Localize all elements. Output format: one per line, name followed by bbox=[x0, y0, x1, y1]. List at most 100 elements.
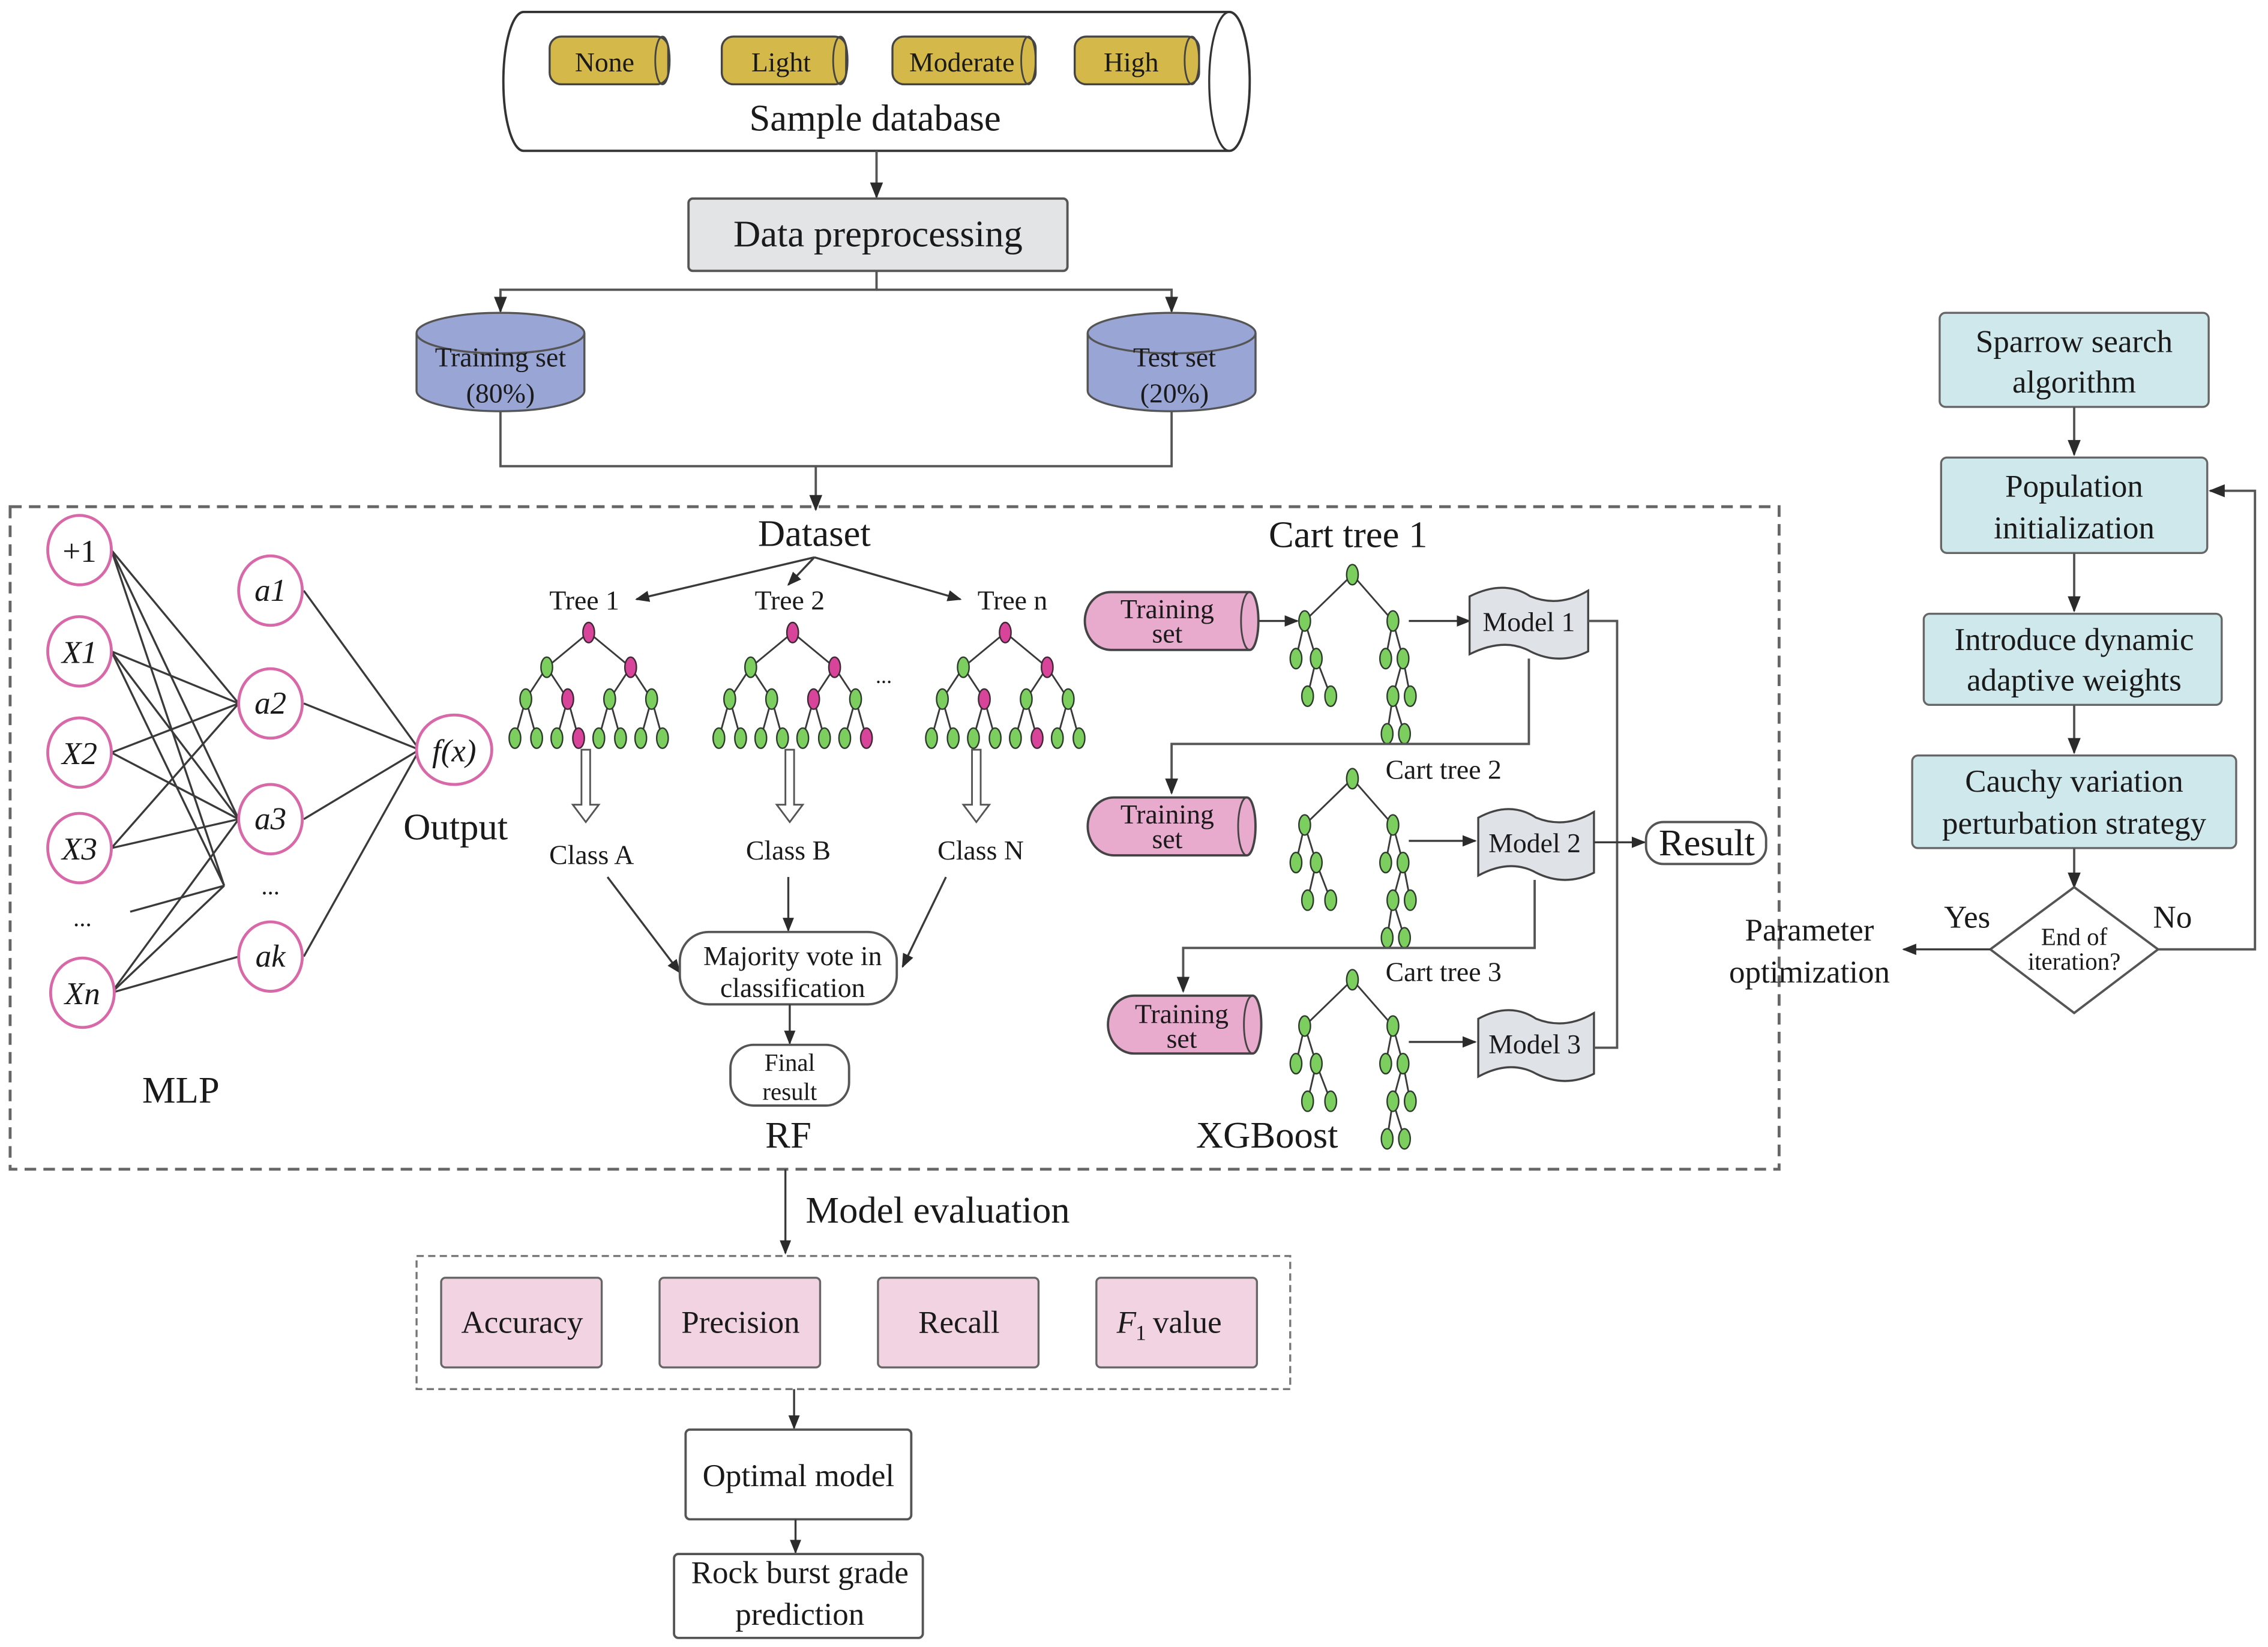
input-node: +1 bbox=[46, 514, 113, 586]
svg-text:Cauchy variation: Cauchy variation bbox=[1965, 764, 2183, 799]
tree-node-icon bbox=[807, 688, 820, 710]
grade-label: Light bbox=[751, 47, 811, 77]
output-label: Output bbox=[403, 806, 508, 848]
no-loop-arrow bbox=[2158, 484, 2257, 951]
tree-node-icon bbox=[624, 656, 637, 678]
tree-node-icon bbox=[1041, 656, 1054, 678]
svg-text:a3: a3 bbox=[254, 802, 286, 837]
svg-text:Rock burst grade: Rock burst grade bbox=[691, 1555, 909, 1590]
sample-database: None Light Moderate High Sample database bbox=[502, 11, 1251, 152]
xgboost-title: XGBoost bbox=[1196, 1114, 1338, 1156]
hollow-down-arrow-icon bbox=[961, 748, 991, 824]
dataset-label: Dataset bbox=[758, 512, 871, 554]
svg-text:Final: Final bbox=[765, 1049, 815, 1076]
tree-node-icon bbox=[1386, 685, 1400, 707]
tree-node-icon bbox=[1396, 1052, 1410, 1075]
f1-value-label: value bbox=[1153, 1305, 1222, 1340]
training-set-cylinder: Training set bbox=[1086, 796, 1257, 857]
mlp-title: MLP bbox=[142, 1069, 220, 1111]
sparrow-search-flow: Sparrow search algorithm Population init… bbox=[1729, 312, 2257, 1015]
rf-title: RF bbox=[765, 1114, 811, 1156]
cart-tree-label: Cart tree 3 bbox=[1386, 957, 1502, 987]
svg-text:a2: a2 bbox=[254, 686, 286, 721]
tree-node-icon bbox=[712, 727, 726, 749]
tree-node-icon bbox=[592, 727, 606, 749]
tree-label: Tree 1 bbox=[549, 585, 619, 615]
svg-text:adaptive weights: adaptive weights bbox=[1967, 663, 2182, 697]
svg-text:X1: X1 bbox=[61, 635, 97, 670]
svg-text:Result: Result bbox=[1659, 822, 1755, 864]
svg-text:set: set bbox=[1167, 1023, 1197, 1054]
tree-edge bbox=[1352, 778, 1394, 826]
grade-label: Moderate bbox=[909, 47, 1014, 77]
rf-tree-icon bbox=[712, 621, 873, 749]
tree-node-icon bbox=[978, 688, 991, 710]
tree-node-icon bbox=[838, 727, 852, 749]
final-result-box: Final result bbox=[729, 1043, 850, 1107]
svg-text:f(x): f(x) bbox=[432, 733, 477, 768]
svg-text:Training: Training bbox=[1120, 799, 1214, 830]
tree-node-icon bbox=[1061, 688, 1075, 710]
tree-node-icon bbox=[1310, 1052, 1323, 1075]
tree-node-icon bbox=[734, 727, 747, 749]
input-node: X2 bbox=[46, 716, 113, 789]
xgboost: Cart tree 1 Cart tree 2 Cart tree 3 Trai… bbox=[1083, 514, 1767, 1156]
tree-node-icon bbox=[1396, 851, 1410, 874]
tree-node-icon bbox=[1298, 814, 1311, 836]
model-evaluation-label: Model evaluation bbox=[805, 1189, 1069, 1231]
hollow-down-arrow-icon bbox=[775, 748, 805, 824]
svg-text:Population: Population bbox=[2005, 469, 2143, 504]
tree-node-icon bbox=[723, 688, 736, 710]
svg-text:Model 3: Model 3 bbox=[1488, 1029, 1581, 1059]
tree-node-icon bbox=[936, 688, 949, 710]
svg-text:prediction: prediction bbox=[735, 1597, 864, 1632]
test-set-label: Test set bbox=[1133, 342, 1216, 372]
tree-node-icon bbox=[1301, 1090, 1314, 1112]
svg-text:Accuracy: Accuracy bbox=[461, 1305, 583, 1340]
optimal-model-box: Optimal model bbox=[684, 1428, 913, 1521]
cart-tree-icon bbox=[1289, 768, 1417, 949]
svg-text:Training: Training bbox=[1135, 999, 1229, 1029]
svg-text:a1: a1 bbox=[254, 573, 286, 608]
hidden-node: a2 bbox=[237, 667, 304, 740]
tree-node-icon bbox=[634, 727, 648, 749]
hidden-node: a3 bbox=[237, 783, 304, 856]
class-label: Class B bbox=[746, 835, 831, 866]
training-set-label: Training set bbox=[435, 342, 567, 372]
tree-node-icon bbox=[1009, 727, 1022, 749]
svg-text:initialization: initialization bbox=[1994, 511, 2155, 546]
arrow bbox=[494, 271, 878, 313]
svg-text:Model 2: Model 2 bbox=[1488, 828, 1581, 858]
test-set-cylinder: Test set (20%) bbox=[1086, 312, 1257, 412]
tree-node-icon bbox=[603, 688, 616, 710]
input-node: X1 bbox=[46, 615, 113, 688]
arrow bbox=[787, 556, 816, 586]
tree-node-icon bbox=[1386, 1090, 1400, 1112]
hollow-down-arrow-icon bbox=[571, 748, 601, 824]
hidden-ellipsis: ... bbox=[261, 872, 280, 900]
tree-node-icon bbox=[561, 688, 574, 710]
tree-node-icon bbox=[572, 727, 585, 749]
tree-node-icon bbox=[1380, 927, 1394, 949]
svg-text:iteration?: iteration? bbox=[2028, 947, 2121, 975]
tree-node-icon bbox=[1050, 727, 1064, 749]
svg-text:set: set bbox=[1152, 824, 1183, 854]
ssa-step-population: Population initialization bbox=[1940, 456, 2209, 555]
tree-node-icon bbox=[1298, 610, 1311, 632]
data-preprocessing-box: Data preprocessing bbox=[687, 197, 1069, 272]
svg-text:perturbation strategy: perturbation strategy bbox=[1942, 806, 2207, 841]
grade-label: High bbox=[1104, 47, 1159, 77]
tree-node-icon bbox=[1403, 685, 1417, 707]
rock-burst-prediction-box: Rock burst grade prediction bbox=[673, 1553, 924, 1639]
svg-text:algorithm: algorithm bbox=[2012, 365, 2136, 400]
data-preprocessing-label: Data preprocessing bbox=[733, 212, 1023, 254]
tree-edge bbox=[588, 631, 631, 668]
svg-text:set: set bbox=[1152, 618, 1183, 649]
tree-node-icon bbox=[1346, 564, 1359, 586]
tree-node-icon bbox=[1379, 1052, 1392, 1075]
tree-node-icon bbox=[786, 621, 799, 643]
class-arrows bbox=[571, 748, 991, 824]
svg-text:X3: X3 bbox=[61, 832, 97, 867]
tree-node-icon bbox=[1298, 1015, 1311, 1037]
random-forest: Dataset Tree 1 Tree 2 Tree n ... Class A… bbox=[508, 512, 1086, 1156]
